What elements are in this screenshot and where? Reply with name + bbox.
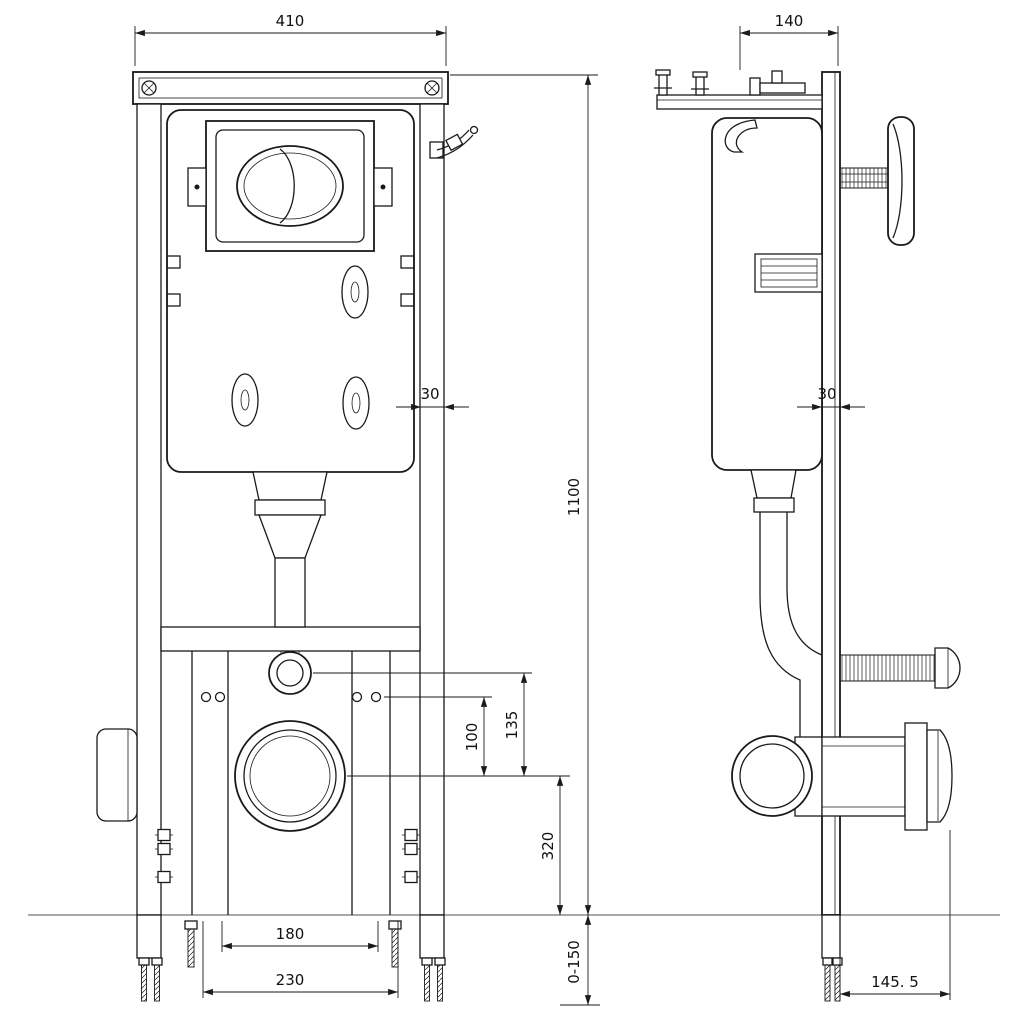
dim-inlet-to-outlet-label: 135 <box>503 711 521 740</box>
fixing-holes <box>200 691 382 703</box>
actuator-rod <box>839 116 915 246</box>
dim-front-wall-offset-label: 30 <box>420 385 439 403</box>
dim-frame-height: 1100 <box>450 74 598 915</box>
outlet-assembly <box>731 722 953 831</box>
right-rail <box>419 103 445 916</box>
wall-bracket <box>654 69 823 110</box>
dim-foot-adjustment: 0-150 <box>560 915 600 1006</box>
outlet-cap <box>926 729 953 823</box>
dim-outlet-projection-label: 145. 5 <box>871 973 919 991</box>
dim-front-width-label: 410 <box>276 12 305 30</box>
mid-cross-bar <box>160 626 421 652</box>
fill-valve-inlet <box>724 119 758 153</box>
tank-hook <box>400 255 415 269</box>
front-view <box>96 71 479 1002</box>
cistern-side <box>711 117 823 471</box>
dim-side-wall-offset-label: 30 <box>817 385 836 403</box>
dimensions: 410 140 1100 30 30 100 <box>134 12 951 1006</box>
floor-anchor-screws <box>184 920 402 968</box>
tank-access-ovals <box>231 265 370 430</box>
tank-hook <box>166 255 181 269</box>
side-foot <box>821 914 843 1002</box>
dual-flush-button <box>236 145 344 227</box>
corner-screw-left <box>141 80 157 96</box>
dim-outer-fixing-spacing: 230 <box>202 921 399 998</box>
dim-outlet-projection: 145. 5 <box>839 830 951 1000</box>
dim-side-wall-offset: 30 <box>797 385 865 411</box>
corner-screw-right <box>424 80 440 96</box>
adjustable-feet <box>136 914 446 1002</box>
outlet-pipe <box>821 736 906 817</box>
side-bracket <box>754 253 823 293</box>
frame-top-bar <box>132 71 449 105</box>
dim-side-depth-label: 140 <box>775 12 804 30</box>
inlet-fitting-circle <box>268 651 312 695</box>
side-view <box>654 69 961 1002</box>
dim-frame-height-label: 1100 <box>565 478 583 516</box>
outlet-elbow-circle <box>731 735 813 817</box>
waste-outlet-circle <box>234 720 346 832</box>
frame-rails <box>136 103 445 916</box>
dim-foot-adjustment-label: 0-150 <box>565 940 583 984</box>
supply-hose <box>429 125 479 159</box>
rail-bolts <box>155 828 420 884</box>
tank-hook <box>166 293 181 307</box>
dim-outer-fixing-spacing-label: 230 <box>276 971 305 989</box>
dim-fixing-to-outlet-label: 100 <box>463 723 481 752</box>
anchor-rod <box>839 647 961 689</box>
dim-outlet-height-label: 320 <box>539 832 557 861</box>
tank-hook <box>400 293 415 307</box>
flush-plate <box>187 120 393 252</box>
dim-front-wall-offset: 30 <box>396 385 469 411</box>
dim-inlet-to-outlet: 135 <box>313 672 570 777</box>
dim-inner-fixing-spacing: 180 <box>221 921 379 952</box>
left-rail <box>136 103 162 916</box>
dim-inner-fixing-spacing-label: 180 <box>276 925 305 943</box>
dim-outlet-height: 320 <box>539 776 564 915</box>
side-entry-bracket <box>96 728 138 822</box>
actuator-plate <box>887 116 915 246</box>
flush-pipe <box>252 471 328 628</box>
outlet-flange <box>904 722 928 831</box>
dim-side-depth: 140 <box>739 12 839 70</box>
flush-pipe-side <box>750 469 823 737</box>
dim-fixing-to-outlet: 100 <box>384 696 492 776</box>
dim-front-width: 410 <box>134 12 447 66</box>
